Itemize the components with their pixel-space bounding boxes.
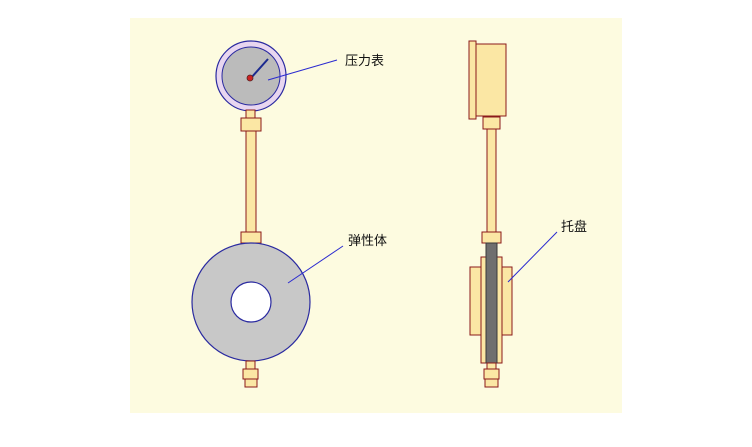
bottom-neck	[245, 360, 256, 370]
ring-leader-line	[287, 245, 344, 284]
diagram-panel	[130, 18, 622, 413]
upper-connector	[240, 117, 262, 132]
ring-hole	[230, 281, 272, 323]
front-view: 压力表 弹性体	[191, 40, 387, 388]
tray-leader-line	[507, 231, 558, 283]
side-bottom-neck	[486, 362, 497, 370]
side-upper-connector	[482, 116, 501, 130]
bottom-nut	[242, 368, 259, 380]
bottom-cap	[244, 378, 258, 388]
gauge-leader-line	[267, 59, 338, 81]
pressure-gauge	[215, 40, 287, 119]
tray-label: 托盘	[561, 219, 587, 235]
side-bottom-cap	[484, 378, 499, 388]
connecting-rod	[245, 130, 257, 233]
elastic-body-label: 弹性体	[348, 234, 387, 249]
gauge-side-rim	[468, 40, 477, 120]
pressure-gauge-label: 压力表	[345, 54, 384, 69]
gauge-stem	[245, 109, 256, 119]
side-bottom-nut	[483, 368, 500, 380]
gauge-pivot	[246, 74, 254, 82]
side-lower-connector	[481, 231, 502, 244]
side-rod	[486, 128, 497, 233]
flange-left	[480, 256, 487, 364]
side-view: 托盘	[468, 40, 587, 388]
gauge-needle	[250, 58, 269, 79]
gauge-side-body	[475, 43, 507, 117]
tray-plate-right	[500, 266, 513, 336]
flange-right	[496, 256, 503, 364]
tray-plate-left	[469, 266, 482, 336]
lower-connector	[240, 231, 262, 244]
elastic-core	[485, 242, 498, 364]
